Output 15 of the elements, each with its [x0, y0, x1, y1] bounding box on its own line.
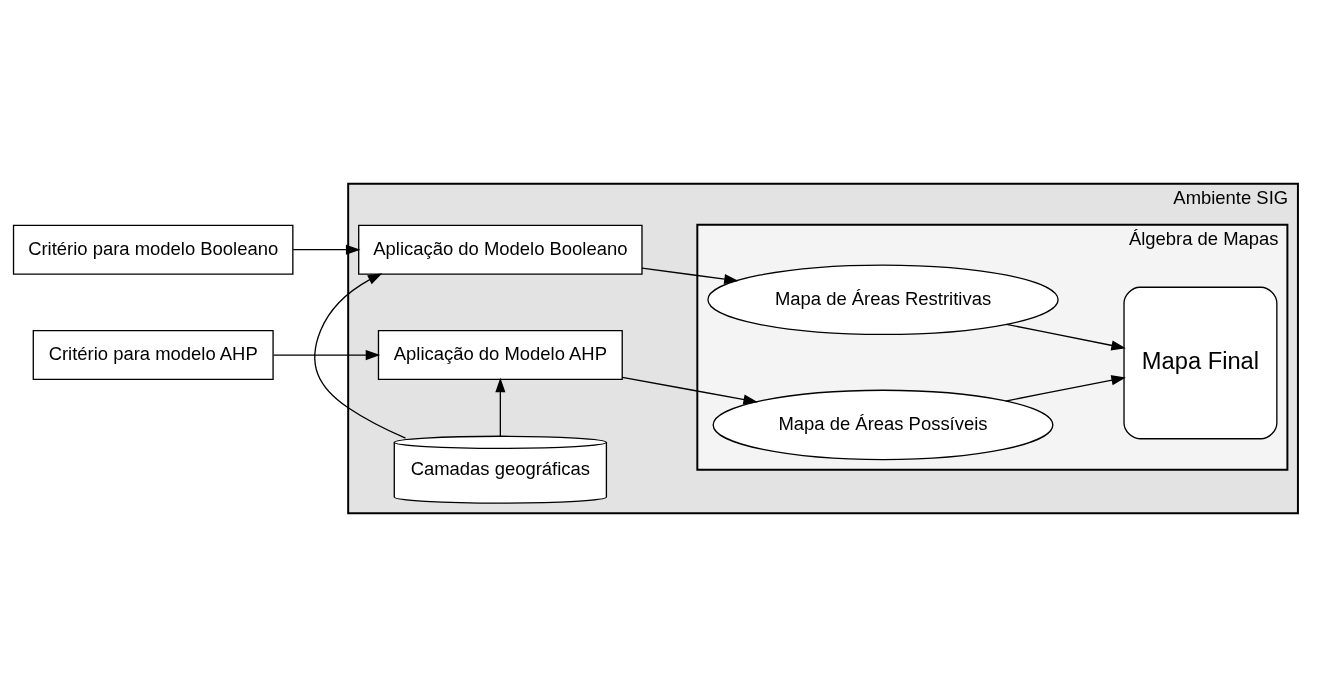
arrow — [495, 377, 506, 437]
node-box: Aplicação do Modelo Booleano — [358, 224, 643, 275]
arrow — [621, 376, 758, 405]
node-box: Critério para modelo AHP — [32, 329, 274, 380]
node-box: Aplicação do Modelo AHP — [377, 329, 623, 380]
arrow — [641, 267, 739, 284]
arrow — [314, 272, 407, 439]
arrow — [272, 349, 381, 360]
node-box: Critério para modelo Booleano — [12, 224, 294, 275]
arrow — [1004, 374, 1126, 402]
node-ellipse: Mapa de Áreas Restritivas — [707, 263, 1059, 335]
node-ellipse: Mapa de Áreas Possíveis — [712, 389, 1054, 460]
node-box: Mapa Final — [1123, 286, 1278, 439]
arrow — [1005, 323, 1126, 350]
arrow — [292, 244, 361, 255]
